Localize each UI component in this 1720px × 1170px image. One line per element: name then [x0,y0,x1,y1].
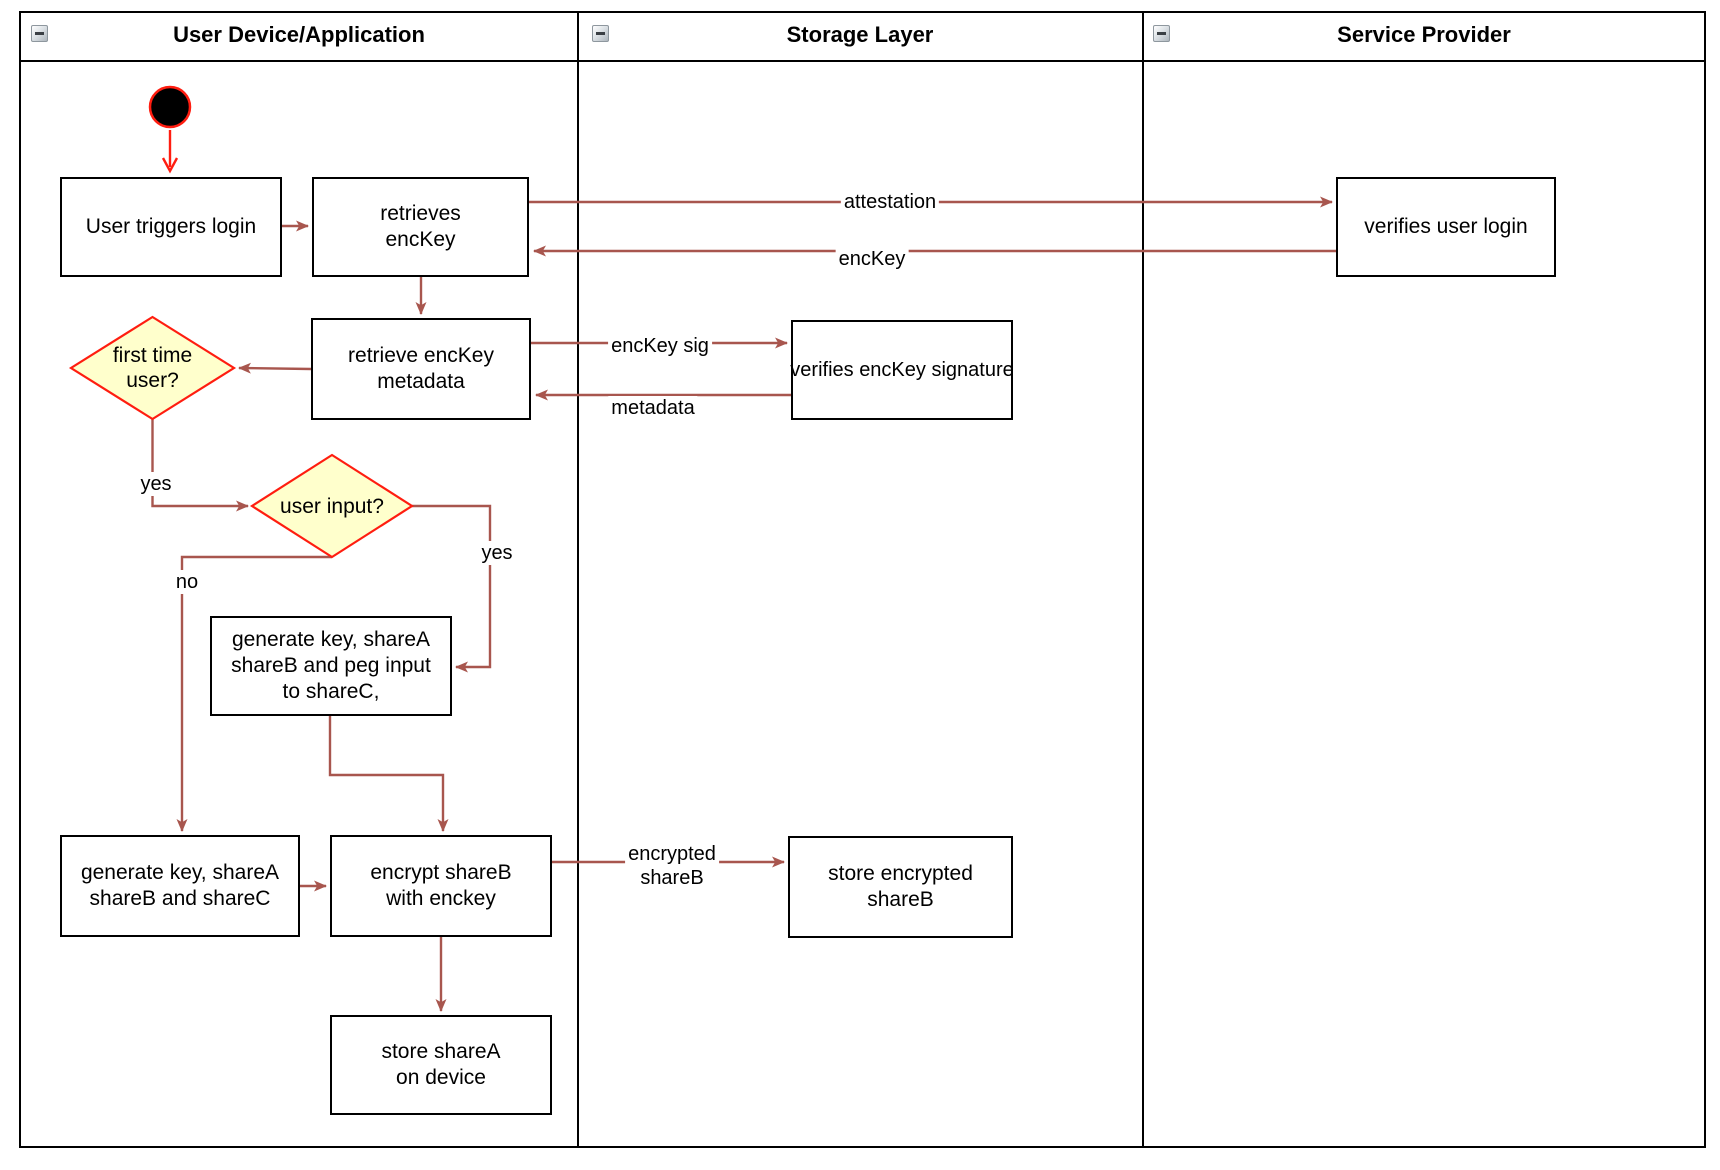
edge-yes-to-generate-peg[interactable] [412,504,492,673]
decision-first-time-user-label[interactable]: first time user? [112,344,193,392]
node-label: generate key, shareA shareB and shareC [80,861,280,910]
collapse-icon[interactable] [1153,25,1170,42]
edge-label-attestation[interactable]: attestation [840,190,940,214]
node-label: retrieves encKey [380,202,461,251]
node-verifies-enckey-signature[interactable]: verifies encKey signature [790,320,1014,420]
node-label: store shareA on device [381,1040,501,1089]
decision-user-input-shape[interactable] [249,453,415,559]
node-generate-key-peg-input[interactable]: generate key, shareA shareB and peg inpu… [210,616,452,716]
node-user-triggers-login[interactable]: User triggers login [60,177,282,277]
node-label: encrypt shareB with enckey [370,861,512,910]
node-label: store encrypted shareB [828,862,973,911]
edge-label-encrypted-shareb[interactable]: encrypted shareB [625,842,719,890]
start-node[interactable] [148,85,192,129]
lane-title-service-provider: Service Provider [1337,22,1511,47]
edge-label-yes-user-input[interactable]: yes [478,541,516,565]
edge-label-enckey[interactable]: encKey [835,247,909,271]
node-retrieve-enckey-metadata[interactable]: retrieve encKey metadata [311,318,531,420]
decision-user-input-label[interactable]: user input? [280,494,384,518]
edge-label-no-user-input[interactable]: no [172,570,202,594]
node-encrypt-shareb[interactable]: encrypt shareB with enckey [330,835,552,937]
node-label: verifies user login [1364,215,1528,238]
node-generate-key-abc[interactable]: generate key, shareA shareB and shareC [60,835,300,937]
lane-title-storage-layer: Storage Layer [786,22,934,47]
node-verifies-user-login[interactable]: verifies user login [1336,177,1556,277]
edge-label-metadata[interactable]: metadata [608,396,698,420]
node-label: verifies encKey signature [790,359,1014,381]
decision-first-time-user-shape[interactable] [68,315,237,421]
collapse-icon[interactable] [31,25,48,42]
lane-title-user-device: User Device/Application [173,22,425,47]
collapse-icon[interactable] [592,25,609,42]
edge-label-enckey-sig[interactable]: encKey sig [608,334,712,358]
node-store-encrypted-shareb[interactable]: store encrypted shareB [788,836,1013,938]
node-label: User triggers login [85,215,257,238]
pool-frame [19,11,1706,1148]
node-store-sharea-on-device[interactable]: store shareA on device [330,1015,552,1115]
node-retrieves-enckey[interactable]: retrieves encKey [312,177,529,277]
node-label: retrieve encKey metadata [348,344,494,393]
edge-start-arrowhead-icon [161,157,179,174]
node-label: generate key, shareA shareB and peg inpu… [231,628,431,703]
edge-metadata-to-firsttime[interactable] [238,362,312,374]
edge-yes-to-userinput[interactable] [151,419,249,512]
edge-label-yes-first-time[interactable]: yes [137,472,175,496]
edge-peg-to-encrypt[interactable] [328,716,449,832]
edge-no-to-generate-abc[interactable] [176,555,332,832]
